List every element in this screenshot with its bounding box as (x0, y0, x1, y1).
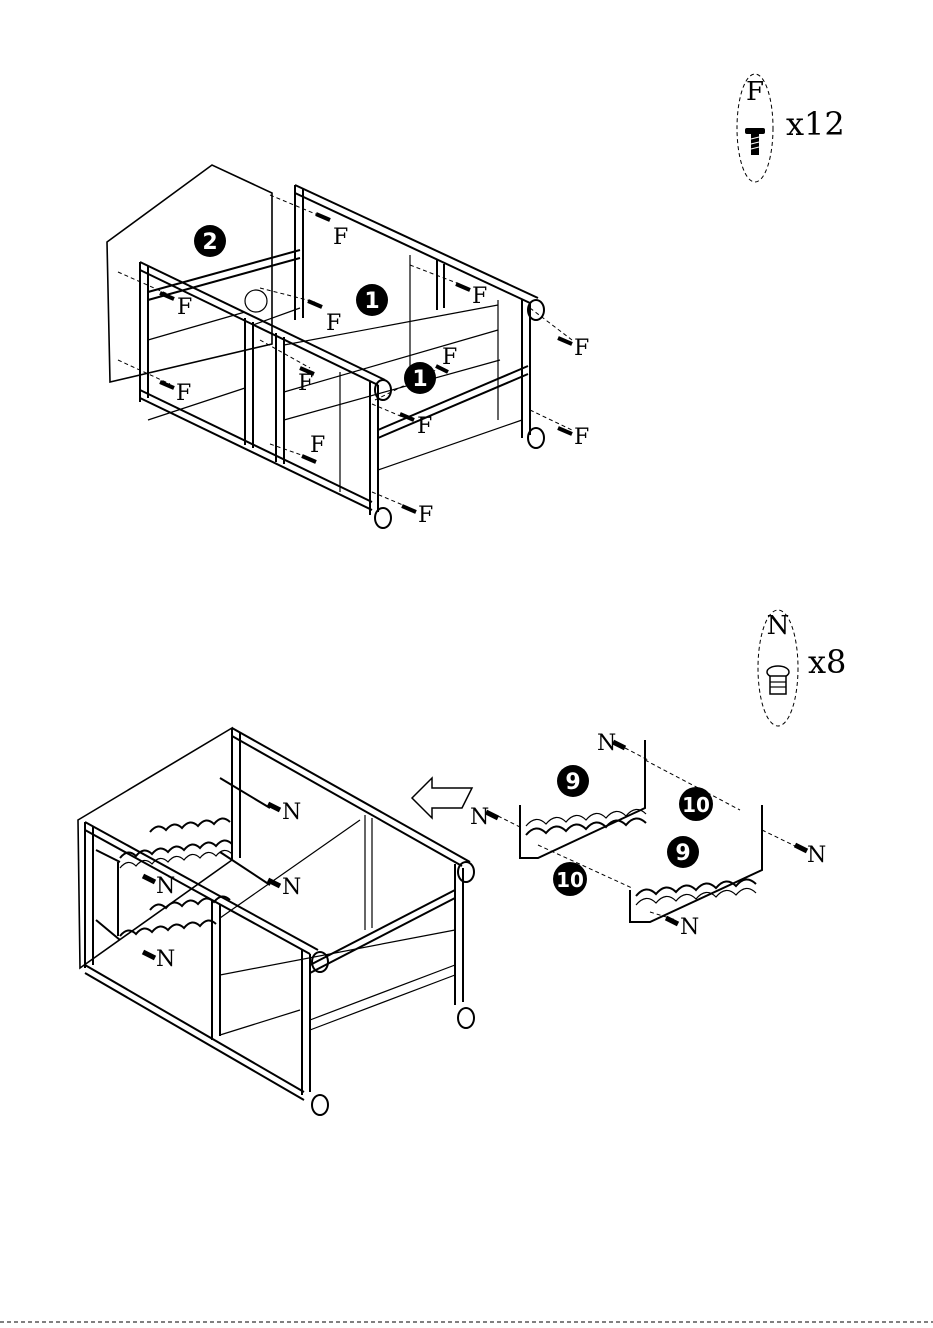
part-badge: 1 (404, 362, 436, 394)
svg-text:9: 9 (565, 770, 580, 795)
hardware-letter-n: N (767, 611, 790, 641)
screw-label: F (574, 425, 589, 450)
svg-text:10: 10 (556, 868, 584, 892)
part-badge: 10 (679, 787, 713, 821)
hardware-callout-n: N x8 (758, 610, 846, 726)
screw-label: F (298, 371, 313, 396)
exploded-wine-racks (498, 740, 795, 922)
hardware-quantity-f: x12 (786, 105, 845, 143)
hardware-quantity-n: x8 (808, 643, 846, 681)
screw-f-icon (745, 128, 765, 155)
part-badge: 9 (557, 765, 589, 797)
screw-label: F (442, 345, 457, 370)
bolt-n-icon (268, 804, 280, 810)
insert-arrow-icon (412, 778, 472, 818)
screw-label: F (472, 284, 487, 309)
screw-f-icon (402, 506, 416, 512)
bolt-n-group: N N N N N N N N (143, 731, 826, 972)
bolt-label: N (156, 874, 175, 899)
bolt-label: N (807, 843, 826, 868)
svg-text:2: 2 (202, 230, 217, 255)
screw-label: F (574, 336, 589, 361)
step-2-diagram: N x8 (78, 610, 846, 1115)
screw-label: F (333, 225, 348, 250)
svg-text:1: 1 (364, 289, 379, 314)
hardware-letter-f: F (746, 77, 764, 107)
screw-f-icon (316, 214, 330, 220)
bolt-n-icon (143, 952, 155, 958)
screw-f-icon (160, 382, 174, 388)
screw-f-icon (456, 284, 470, 290)
screw-f-icon (308, 301, 322, 307)
cabinet-frame (78, 728, 470, 1100)
screw-label: F (310, 433, 325, 458)
svg-text:10: 10 (682, 793, 710, 817)
bolt-n-icon (666, 918, 678, 924)
hardware-callout-f: F x12 (737, 74, 845, 182)
svg-text:9: 9 (675, 841, 690, 866)
bolt-label: N (282, 800, 301, 825)
bolt-n-icon (767, 666, 789, 694)
side-panel (78, 728, 232, 968)
bolt-n-icon (795, 845, 807, 851)
screw-label: F (418, 503, 433, 528)
screw-label: F (176, 381, 191, 406)
bolt-label: N (597, 731, 616, 756)
part-badge: 10 (553, 862, 587, 896)
bolt-label: N (680, 915, 699, 940)
bolt-label: N (156, 947, 175, 972)
part-badge: 1 (356, 284, 388, 316)
screw-label: F (326, 311, 341, 336)
part-badge: 9 (667, 836, 699, 868)
step-1-diagram: F x12 (107, 74, 845, 528)
svg-text:1: 1 (412, 367, 427, 392)
screw-label: F (177, 295, 192, 320)
screw-label: F (417, 414, 432, 439)
bolt-label: N (470, 805, 489, 830)
bolt-label: N (282, 875, 301, 900)
part-badge: 2 (194, 225, 226, 257)
